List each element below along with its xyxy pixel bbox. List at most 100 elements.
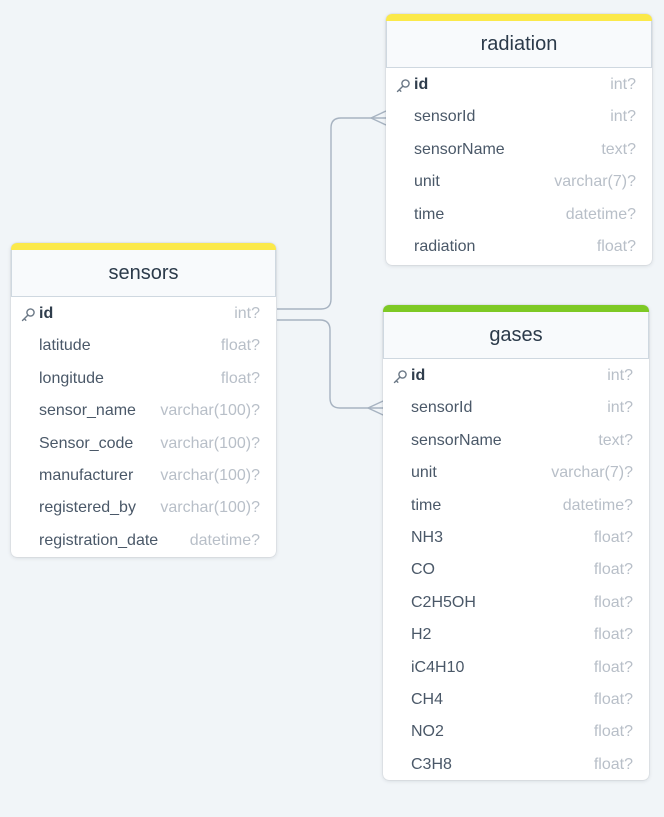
column-type: varchar(7)? bbox=[554, 173, 636, 191]
table-title: gases bbox=[383, 312, 649, 359]
table-title: radiation bbox=[386, 21, 652, 68]
table-radiation[interactable]: radiation id int? sensorId int? sensorName te… bbox=[386, 14, 652, 265]
column-type: varchar(100)? bbox=[160, 402, 260, 420]
column-name: NH3 bbox=[411, 528, 444, 546]
column-type: float? bbox=[593, 755, 633, 773]
column-type: int? bbox=[610, 76, 636, 93]
column-type: varchar(100)? bbox=[160, 434, 260, 452]
column-name: id bbox=[411, 367, 426, 384]
primary-key-icon bbox=[20, 307, 36, 323]
column-row[interactable]: iC4H10 float? bbox=[383, 652, 649, 684]
connector-sensors-to-radiation bbox=[277, 117, 386, 310]
column-row[interactable]: Sensor_code varchar(100)? bbox=[11, 428, 276, 460]
column-row[interactable]: latitude float? bbox=[11, 330, 276, 362]
column-name: id bbox=[39, 305, 54, 322]
column-list: id int? sensorId int? sensorName text? unit var… bbox=[386, 68, 652, 263]
column-row[interactable]: radiation float? bbox=[386, 231, 652, 263]
column-type: int? bbox=[607, 367, 633, 384]
column-name: id bbox=[414, 76, 429, 93]
column-row[interactable]: unit varchar(7)? bbox=[383, 457, 649, 489]
column-row[interactable]: unit varchar(7)? bbox=[386, 166, 652, 198]
column-row[interactable]: NO2 float? bbox=[383, 716, 649, 748]
column-row[interactable]: id int? bbox=[386, 69, 652, 101]
column-row[interactable]: registered_by varchar(100)? bbox=[11, 492, 276, 524]
column-name: sensorId bbox=[414, 108, 476, 126]
column-name: radiation bbox=[414, 237, 476, 255]
column-row[interactable]: longitude float? bbox=[11, 363, 276, 395]
crowfoot-gases bbox=[367, 400, 384, 416]
column-name: manufacturer bbox=[39, 466, 134, 484]
column-row[interactable]: CH4 float? bbox=[383, 684, 649, 716]
column-row[interactable]: CO float? bbox=[383, 554, 649, 586]
primary-key-icon bbox=[392, 369, 408, 385]
column-type: int? bbox=[607, 399, 633, 417]
column-name: sensorName bbox=[414, 140, 505, 158]
primary-key-icon bbox=[395, 78, 411, 94]
column-type: int? bbox=[610, 108, 636, 126]
column-row[interactable]: id int? bbox=[11, 298, 276, 330]
column-name: C3H8 bbox=[411, 755, 452, 773]
table-accent-bar bbox=[11, 243, 276, 250]
column-row[interactable]: manufacturer varchar(100)? bbox=[11, 460, 276, 492]
column-list: id int? sensorId int? sensorName text? unit var… bbox=[383, 359, 649, 780]
column-row[interactable]: sensorId int? bbox=[386, 101, 652, 133]
column-row[interactable]: time datetime? bbox=[386, 199, 652, 231]
column-row[interactable]: C3H8 float? bbox=[383, 749, 649, 780]
column-row[interactable]: sensor_name varchar(100)? bbox=[11, 395, 276, 427]
column-row[interactable]: id int? bbox=[383, 360, 649, 392]
column-type: datetime? bbox=[565, 205, 636, 223]
column-row[interactable]: sensorName text? bbox=[386, 134, 652, 166]
column-type: varchar(100)? bbox=[160, 499, 260, 517]
column-type: float? bbox=[593, 528, 633, 546]
column-name: C2H5OH bbox=[411, 593, 476, 611]
column-type: float? bbox=[220, 337, 260, 355]
column-type: int? bbox=[234, 305, 260, 322]
connector-sensors-to-gases bbox=[277, 319, 383, 409]
column-row[interactable]: time datetime? bbox=[383, 490, 649, 522]
column-row[interactable]: sensorName text? bbox=[383, 425, 649, 457]
table-sensors[interactable]: sensors id int? latitude float? longitude flo… bbox=[11, 243, 276, 557]
column-row[interactable]: registration_date datetime? bbox=[11, 525, 276, 557]
table-title: sensors bbox=[11, 250, 276, 297]
column-name: H2 bbox=[411, 626, 432, 644]
column-name: sensorName bbox=[411, 431, 502, 449]
column-type: float? bbox=[593, 561, 633, 579]
column-type: varchar(7)? bbox=[551, 464, 633, 482]
column-name: sensor_name bbox=[39, 402, 136, 420]
column-name: CO bbox=[411, 561, 435, 579]
column-type: float? bbox=[593, 690, 633, 708]
column-name: sensorId bbox=[411, 399, 473, 417]
column-name: Sensor_code bbox=[39, 434, 134, 452]
crowfoot-radiation bbox=[370, 110, 387, 126]
table-accent-bar bbox=[386, 14, 652, 21]
column-type: float? bbox=[593, 723, 633, 741]
column-type: float? bbox=[593, 593, 633, 611]
column-row[interactable]: sensorId int? bbox=[383, 392, 649, 424]
column-type: datetime? bbox=[189, 531, 260, 549]
column-row[interactable]: NH3 float? bbox=[383, 522, 649, 554]
table-gases[interactable]: gases id int? sensorId int? sensorName text? u… bbox=[383, 305, 649, 780]
column-type: float? bbox=[220, 369, 260, 387]
column-type: datetime? bbox=[562, 496, 633, 514]
column-type: text? bbox=[601, 140, 636, 158]
column-name: unit bbox=[411, 464, 437, 482]
column-name: NO2 bbox=[411, 723, 444, 741]
column-name: unit bbox=[414, 173, 440, 191]
table-accent-bar bbox=[383, 305, 649, 312]
column-name: CH4 bbox=[411, 690, 444, 708]
column-type: float? bbox=[596, 237, 636, 255]
column-name: time bbox=[414, 205, 445, 223]
column-list: id int? latitude float? longitude float? senso… bbox=[11, 297, 276, 557]
column-row[interactable]: C2H5OH float? bbox=[383, 587, 649, 619]
column-name: registration_date bbox=[39, 531, 159, 549]
column-name: latitude bbox=[39, 337, 91, 355]
column-name: time bbox=[411, 496, 442, 514]
column-type: varchar(100)? bbox=[160, 466, 260, 484]
column-name: registered_by bbox=[39, 499, 136, 517]
column-type: text? bbox=[598, 431, 633, 449]
column-name: longitude bbox=[39, 369, 104, 387]
column-name: iC4H10 bbox=[411, 658, 465, 676]
column-type: float? bbox=[593, 658, 633, 676]
